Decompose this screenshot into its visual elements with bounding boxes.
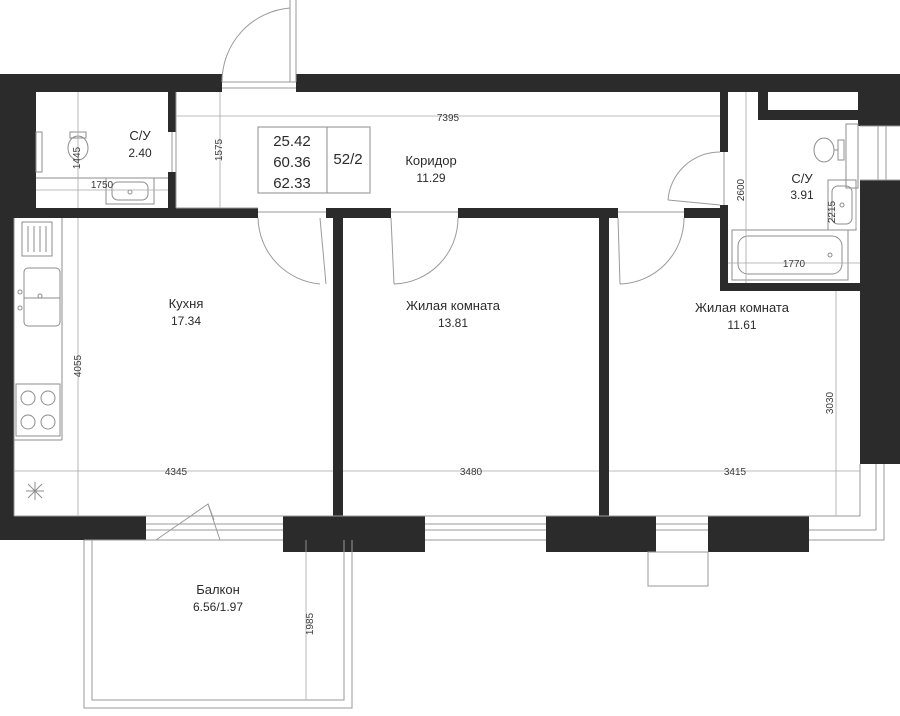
living-room-2-area: 11.61 (727, 318, 756, 332)
dim-kitchen-width: 4345 (165, 467, 188, 478)
sink-icon-small (105, 177, 155, 205)
dim-bath-large-height: 2600 (736, 178, 747, 201)
dim-room2-depth: 3030 (825, 391, 836, 414)
dim-room2-width: 3415 (724, 467, 747, 478)
kitchen-name: Кухня (169, 296, 204, 311)
dim-bath-large-width: 1770 (783, 259, 806, 270)
bathroom-large-name: С/У (791, 171, 813, 186)
total-area-balcony-value: 62.33 (273, 175, 311, 192)
bathroom-small-name: С/У (129, 128, 151, 143)
living-room-2-name: Жилая комната (695, 300, 790, 315)
doors (155, 0, 725, 541)
thin-lines (14, 92, 900, 709)
dimension-lines (14, 92, 860, 700)
living-area-value: 25.42 (273, 133, 311, 150)
dim-bath-small-height: 1445 (72, 146, 83, 169)
bathroom-large-area: 3.91 (790, 188, 814, 202)
balcony-name: Балкон (196, 582, 240, 597)
walls (0, 74, 900, 552)
living-room-1-name: Жилая комната (406, 298, 501, 313)
dim-balcony-depth: 1985 (305, 612, 316, 635)
dim-corridor-depth: 1575 (214, 138, 225, 161)
bathroom-small-area: 2.40 (128, 146, 152, 160)
dim-kitchen-depth: 4055 (73, 354, 84, 377)
kitchen-area: 17.34 (171, 314, 201, 328)
apartment-number: 52/2 (333, 151, 362, 168)
corridor-name: Коридор (405, 153, 456, 168)
stove-icon (20, 390, 56, 430)
dim-bath-small-width: 1750 (91, 180, 114, 191)
toilet-icon-large (813, 137, 845, 163)
fan-icon (26, 482, 44, 500)
dim-bath-large-inner: 2215 (827, 200, 838, 223)
total-area-value: 60.36 (273, 154, 311, 171)
dim-room1-width: 3480 (460, 467, 483, 478)
dim-corridor-length: 7395 (437, 113, 460, 124)
balcony-area: 6.56/1.97 (193, 600, 243, 614)
living-room-1-area: 13.81 (438, 316, 468, 330)
bathtub-icon (731, 229, 849, 281)
summary-table (257, 126, 371, 194)
corridor-area: 11.29 (416, 171, 445, 185)
kitchen-counter (13, 218, 63, 516)
